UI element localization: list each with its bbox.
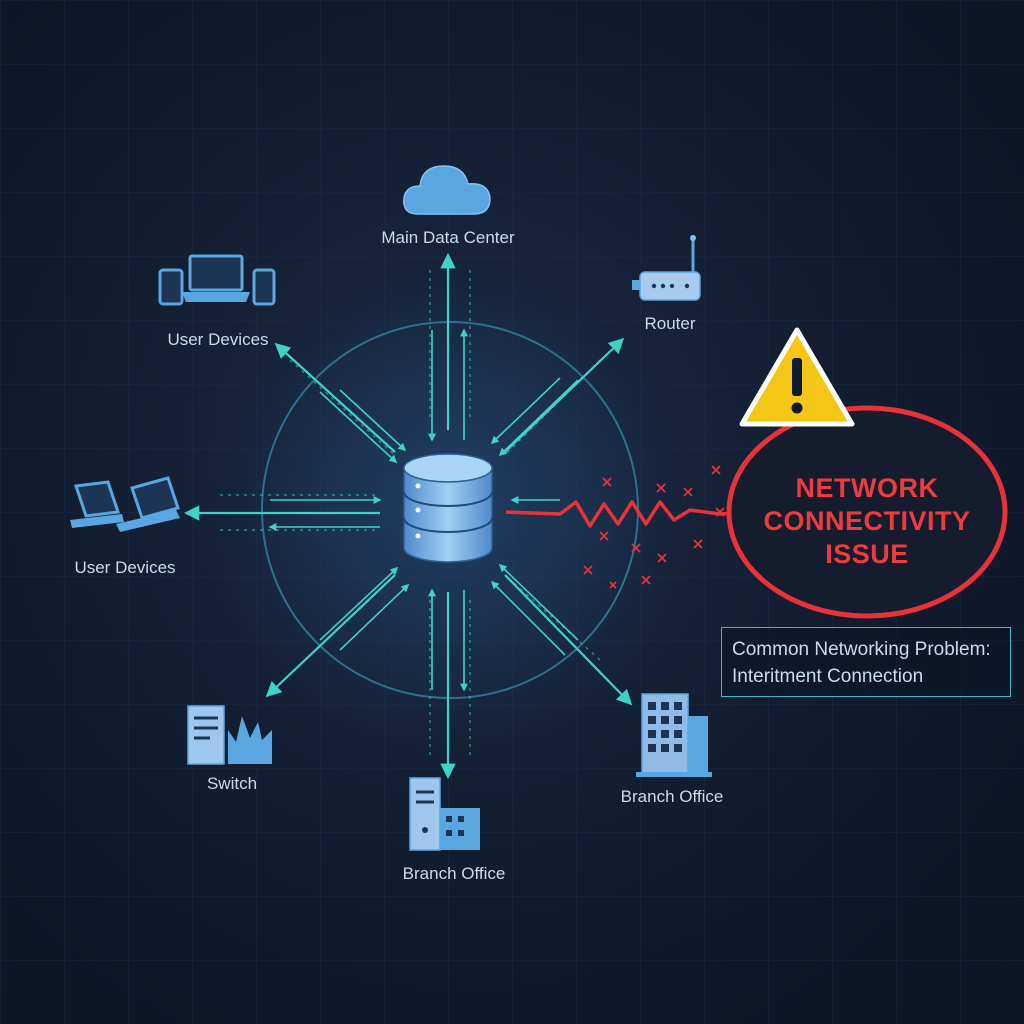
label-branch-office-right: Branch Office xyxy=(620,787,724,806)
router-icon xyxy=(632,235,701,301)
callout-line-2: Interitment Connection xyxy=(732,666,924,687)
callout-line-1: Common Networking Problem: xyxy=(732,639,991,660)
label-switch: Switch xyxy=(206,774,258,793)
label-user-devices-left: User Devices xyxy=(74,558,176,577)
link-branch-office-right xyxy=(504,574,633,706)
connection-links xyxy=(183,252,633,780)
laptops-icon xyxy=(70,476,180,532)
link-switch xyxy=(265,574,396,698)
database-icon xyxy=(403,453,493,563)
office-tower-icon xyxy=(636,693,712,777)
label-main-data-center: Main Data Center xyxy=(381,228,515,247)
alert-ring xyxy=(726,405,1008,619)
office-building-icon xyxy=(409,777,480,851)
alert-line-3: ISSUE xyxy=(825,539,909,569)
switch-icon xyxy=(187,705,272,765)
alert-line-1: NETWORK xyxy=(795,473,939,503)
link-user-devices-top xyxy=(274,342,396,453)
alert-message: NETWORK CONNECTIVITY ISSUE xyxy=(733,472,1001,571)
alert-line-2: CONNECTIVITY xyxy=(763,506,971,536)
inner-arrows xyxy=(268,328,579,692)
label-branch-office-bottom: Branch Office xyxy=(402,864,506,883)
warning-icon xyxy=(739,327,855,427)
label-router: Router xyxy=(644,314,696,333)
label-user-devices-top: User Devices xyxy=(167,330,269,349)
problem-callout: Common Networking Problem: Interitment C… xyxy=(721,627,1011,697)
dashed-guides xyxy=(220,270,601,760)
broken-link xyxy=(505,500,749,528)
link-router xyxy=(504,337,625,453)
error-marks xyxy=(583,465,725,589)
cloud-icon xyxy=(403,165,491,215)
devices-icon xyxy=(158,254,276,306)
